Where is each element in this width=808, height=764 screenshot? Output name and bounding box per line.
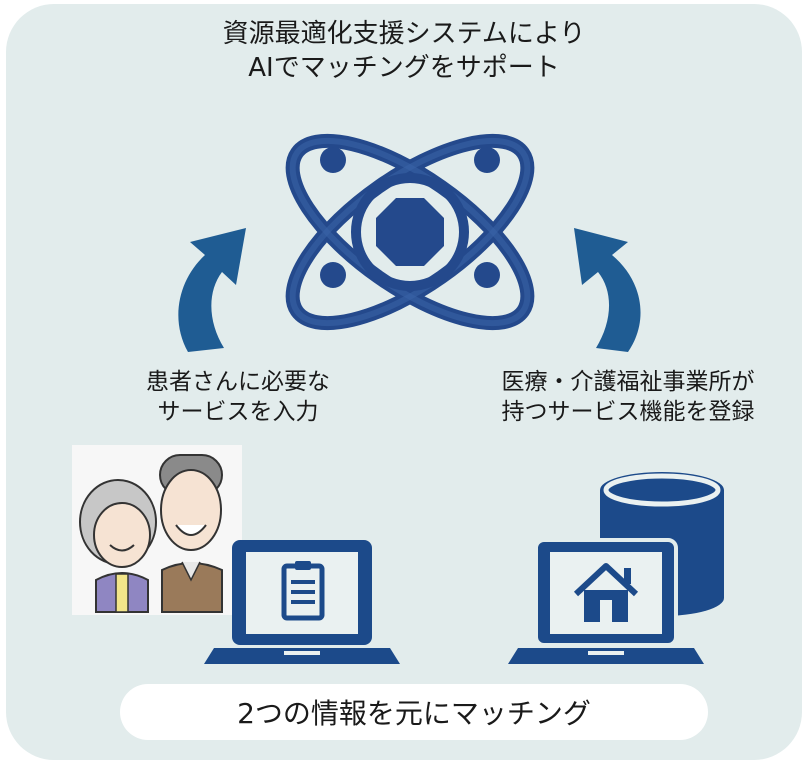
system-title-line1: 資源最適化支援システムにより [222,19,586,49]
arrow-up-icon [574,228,641,352]
patient-input-line2: サービスを入力 [157,398,319,425]
matching-summary-label: 2つの情報を元にマッチング [237,697,591,730]
provider-register-line2: 持つサービス機能を登録 [501,398,755,425]
elderly-couple-illustration [72,445,242,615]
house-icon [573,563,639,622]
system-title: 資源最適化支援システムにより AIでマッチングをサポート [180,18,628,86]
system-title-line2: AIでマッチングをサポート [248,52,560,83]
arrow-up-icon [178,228,246,352]
clipboard-icon [281,561,325,621]
patient-input-line1: 患者さんに必要な [146,369,330,395]
matching-summary-pill: 2つの情報を元にマッチング [120,684,708,740]
provider-register-line1: 医療・介護福祉事業所が [501,369,755,395]
atom-ai-icon [285,133,535,331]
patient-input-label: 患者さんに必要な サービスを入力 [118,368,358,428]
provider-register-label: 医療・介護福祉事業所が 持つサービス機能を登録 [488,368,768,428]
